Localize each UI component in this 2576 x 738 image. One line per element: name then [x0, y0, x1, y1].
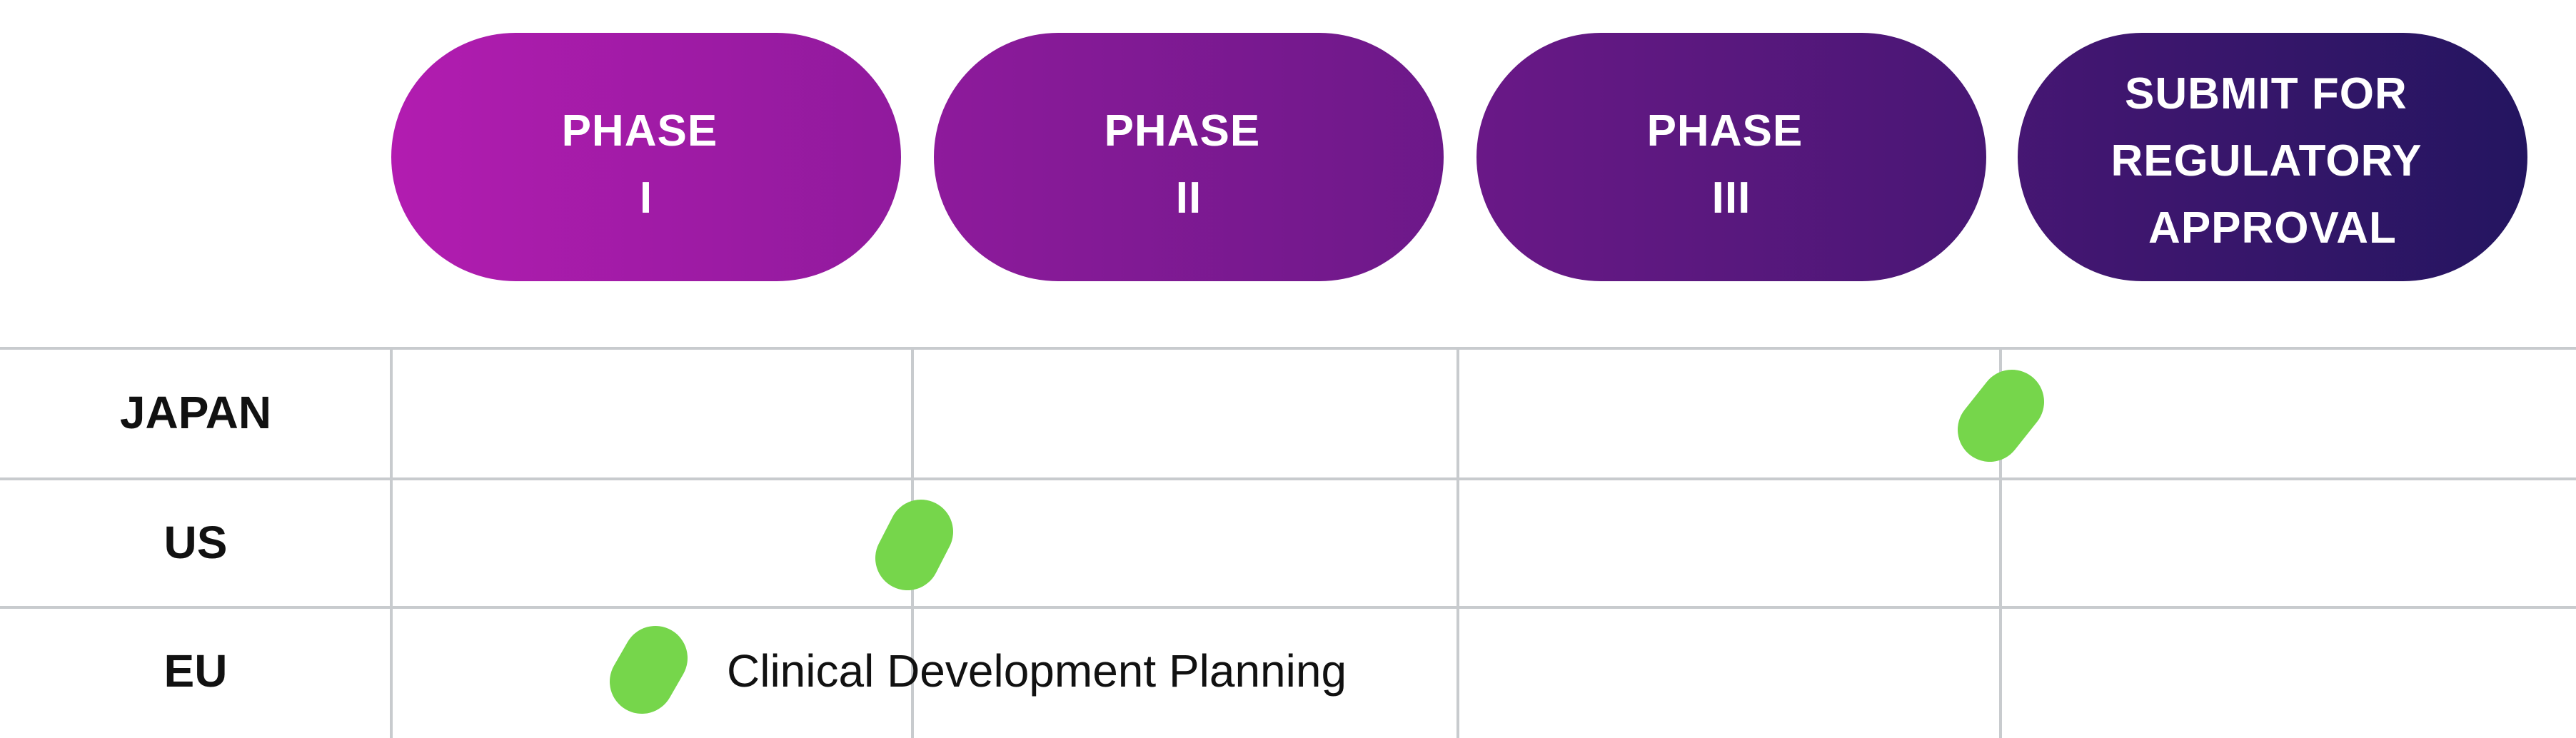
phase-pill-2: PHASE II — [934, 33, 1444, 281]
phase-header: PHASE I PHASE II PHASE III SUBMIT FOR RE… — [391, 33, 2527, 281]
progress-markers — [610, 370, 2044, 714]
progress-marker-eu — [610, 626, 688, 714]
phase-pill-3-shape — [1476, 33, 1986, 281]
phase-pill-4-shape — [2018, 33, 2527, 281]
row-label-eu: EU — [164, 645, 228, 697]
row-label-japan: JAPAN — [120, 387, 271, 438]
phase-pill-2-shape — [934, 33, 1444, 281]
phase-pill-1-label: PHASE I — [562, 106, 731, 223]
phase-pill-4-label: SUBMIT FOR REGULATORY APPROVAL — [2110, 69, 2434, 253]
progress-marker-us — [875, 500, 953, 590]
phase-pill-2-label: PHASE II — [1105, 106, 1274, 223]
phase-pill-3: PHASE III — [1476, 33, 1986, 281]
phase-pill-1-shape — [391, 33, 901, 281]
row-labels: JAPAN US EU — [120, 387, 271, 697]
phase-pill-3-label: PHASE III — [1647, 106, 1816, 223]
progress-marker-japan — [1958, 370, 2044, 462]
phase-pill-4: SUBMIT FOR REGULATORY APPROVAL — [2018, 33, 2527, 281]
row-label-us: US — [164, 517, 228, 568]
phase-pill-1: PHASE I — [391, 33, 901, 281]
clinical-development-planning-label: Clinical Development Planning — [727, 645, 1347, 697]
